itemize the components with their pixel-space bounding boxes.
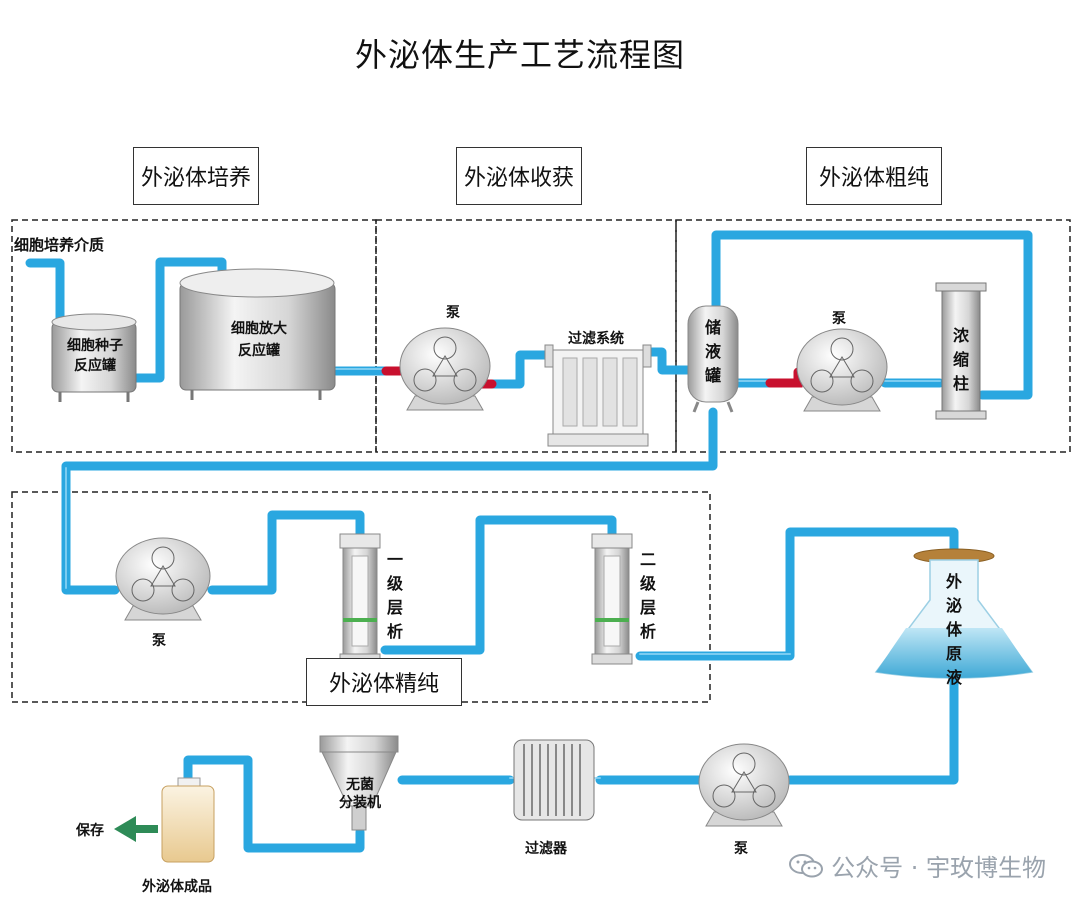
stage-label-culture: 外泌体培养 bbox=[133, 147, 259, 205]
seed-reactor bbox=[51, 313, 137, 402]
inline-filter bbox=[513, 739, 595, 821]
refine-region bbox=[11, 491, 711, 703]
filter-system bbox=[544, 344, 652, 447]
label-storage: 保存 bbox=[76, 823, 104, 839]
stage-regions bbox=[11, 219, 1071, 703]
label-raw-liquid: 外泌体原液 bbox=[945, 572, 962, 687]
label-chrom-2: 二级层析 bbox=[639, 550, 656, 641]
culture-region bbox=[11, 219, 377, 453]
stage-label-refine: 外泌体精纯 bbox=[306, 658, 462, 706]
diagram-title: 外泌体生产工艺流程图 bbox=[354, 36, 685, 74]
pump-4 bbox=[698, 743, 790, 827]
flask bbox=[874, 548, 1034, 679]
pump-1 bbox=[399, 327, 491, 411]
filling-machine bbox=[319, 735, 399, 831]
chrom-column-1 bbox=[339, 533, 381, 665]
label-pump-2: 泵 bbox=[832, 311, 846, 327]
stage-label-harvest: 外泌体收获 bbox=[456, 147, 582, 205]
label-expansion-reactor: 细胞放大 反应罐 bbox=[231, 321, 287, 359]
label-concentration-column: 浓缩柱 bbox=[952, 326, 969, 393]
stage-label-crude: 外泌体粗纯 bbox=[806, 147, 942, 205]
label-filter-system: 过滤系统 bbox=[568, 331, 624, 347]
watermark: 公众号 · 宇玫博生物 bbox=[789, 848, 1046, 883]
label-filter: 过滤器 bbox=[525, 841, 567, 857]
concentration-column bbox=[935, 282, 987, 420]
label-seed-reactor: 细胞种子 反应罐 bbox=[67, 338, 123, 374]
chrom-column-2 bbox=[591, 533, 633, 665]
label-medium: 细胞培养介质 bbox=[14, 236, 105, 254]
valve-3 bbox=[765, 367, 803, 388]
pipes bbox=[25, 230, 1033, 853]
storage-arrow bbox=[114, 816, 158, 842]
label-chrom-1: 一级层析 bbox=[386, 550, 403, 641]
pump-2 bbox=[796, 328, 888, 412]
label-pump-4: 泵 bbox=[734, 841, 748, 857]
label-filling-machine: 无菌 分装机 bbox=[339, 777, 381, 811]
label-storage-tank: 储液罐 bbox=[704, 318, 721, 385]
storage-tank bbox=[687, 305, 739, 413]
watermark-text: 公众号 · 宇玫博生物 bbox=[831, 854, 1046, 882]
expansion-reactor bbox=[179, 268, 336, 400]
label-product: 外泌体成品 bbox=[142, 879, 212, 895]
wechat-icon bbox=[789, 853, 824, 879]
product-bottle bbox=[161, 777, 215, 863]
label-pump-3: 泵 bbox=[152, 633, 166, 649]
pump-3 bbox=[115, 537, 211, 621]
crude-region bbox=[675, 219, 1071, 453]
label-pump-1: 泵 bbox=[446, 305, 460, 321]
